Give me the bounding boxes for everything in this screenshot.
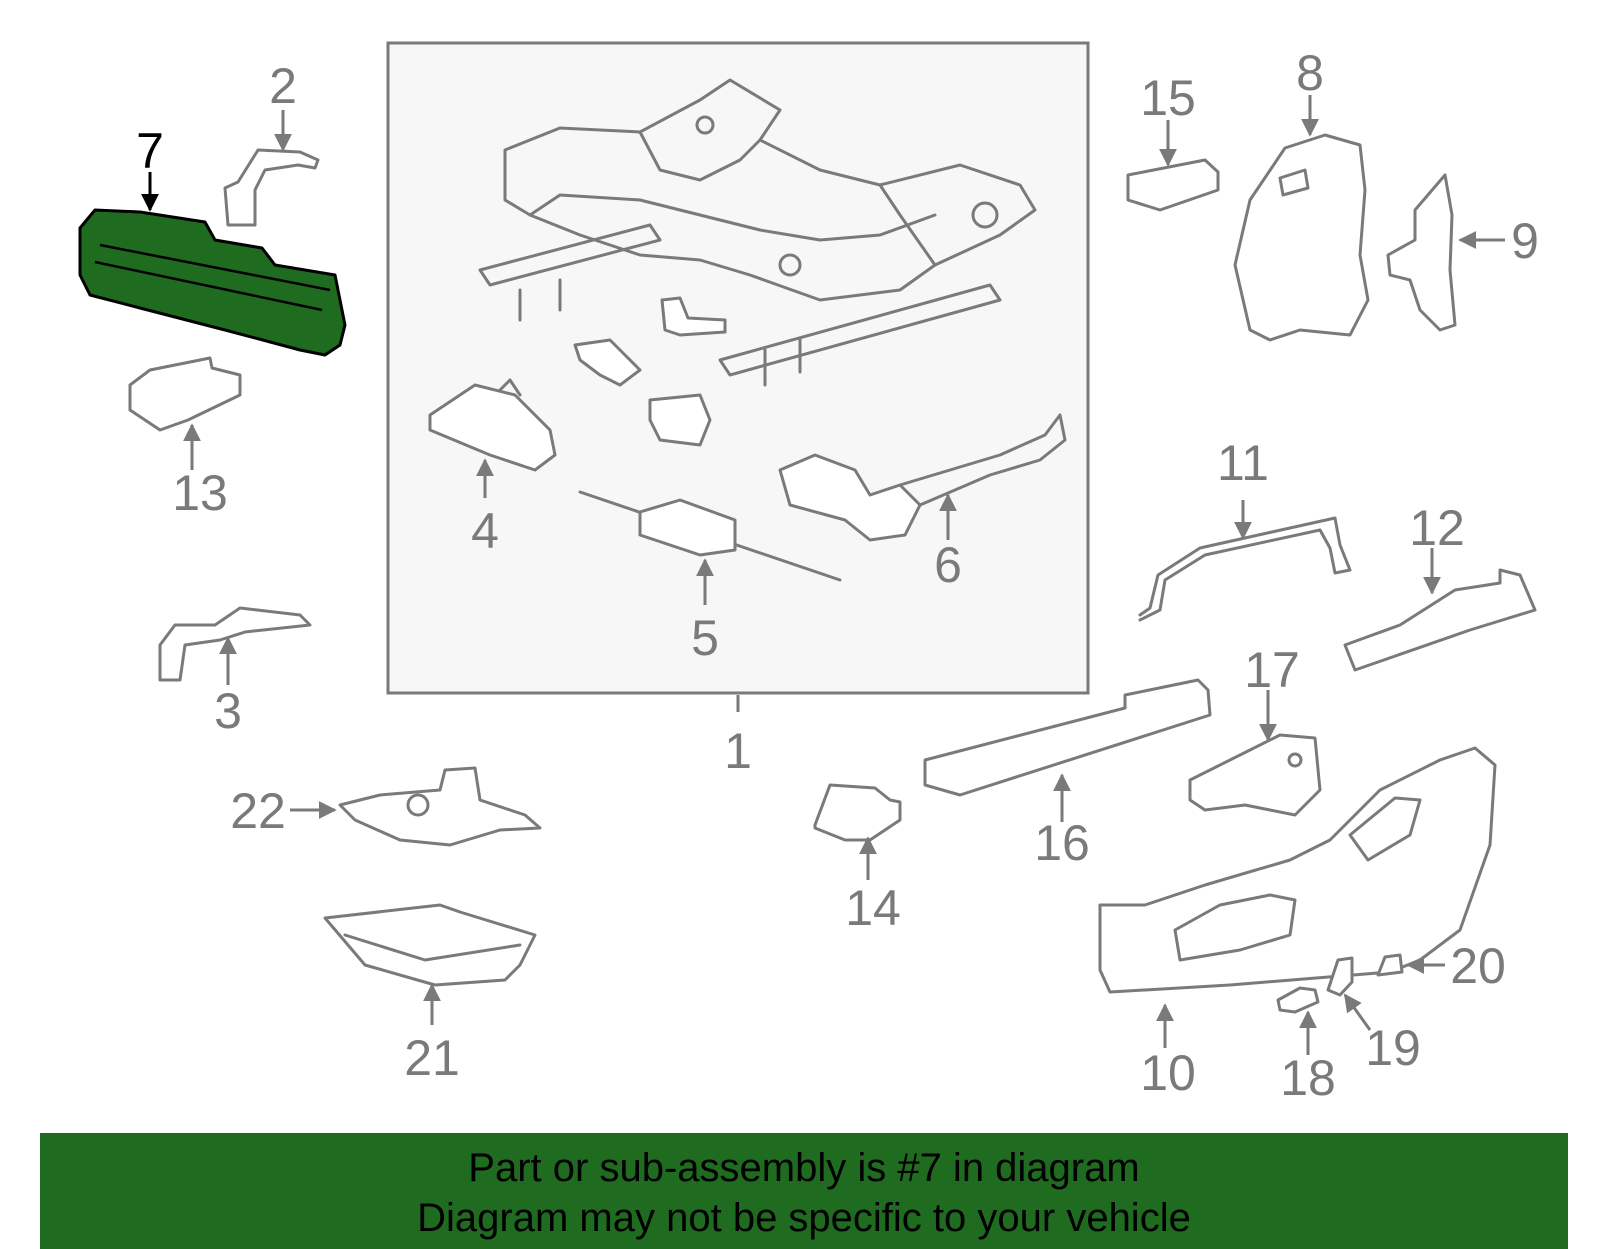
part-15: 15	[1126, 70, 1220, 212]
part-13: 13	[128, 356, 242, 521]
part-9: 9	[1386, 173, 1539, 332]
callout-10: 10	[1140, 1045, 1196, 1101]
callout-15: 15	[1140, 70, 1196, 126]
callout-4: 4	[471, 503, 499, 559]
part-21: 21	[323, 903, 537, 1086]
callout-14: 14	[845, 880, 901, 936]
part-10: 10	[1098, 746, 1497, 1101]
part-14: 14	[813, 783, 902, 936]
callout-13: 13	[172, 465, 228, 521]
callout-12: 12	[1409, 500, 1465, 556]
part-22: 22	[230, 766, 542, 847]
callout-2: 2	[269, 58, 297, 114]
callout-5: 5	[691, 610, 719, 666]
callout-17: 17	[1244, 642, 1300, 698]
callout-20: 20	[1450, 938, 1506, 994]
part-20: 20	[1376, 938, 1506, 994]
callout-18: 18	[1280, 1050, 1336, 1106]
part-19: 19	[1326, 956, 1421, 1076]
leader-19	[1343, 993, 1372, 1031]
callout-9: 9	[1511, 213, 1539, 269]
part-7-highlighted: 7	[78, 123, 347, 357]
banner-line-2: Diagram may not be specific to your vehi…	[417, 1196, 1191, 1240]
part-12: 12	[1343, 500, 1537, 672]
banner-line-1: Part or sub-assembly is #7 in diagram	[468, 1146, 1140, 1190]
part-2: 2	[223, 58, 320, 227]
callout-7: 7	[136, 123, 164, 179]
callout-3: 3	[214, 683, 242, 739]
part-17: 17	[1188, 642, 1322, 817]
part-18: 18	[1276, 986, 1336, 1106]
callout-22: 22	[230, 783, 286, 839]
part-3: 3	[158, 606, 312, 739]
callout-6: 6	[934, 537, 962, 593]
part-16: 16	[923, 678, 1212, 871]
seat-adjuster-assembly	[386, 41, 1090, 695]
part-8: 8	[1233, 45, 1370, 342]
info-banner: Part or sub-assembly is #7 in diagram Di…	[40, 1133, 1568, 1249]
callout-19: 19	[1365, 1020, 1421, 1076]
part-11: 11	[1138, 435, 1352, 622]
callout-16: 16	[1034, 815, 1090, 871]
callout-11: 11	[1217, 435, 1269, 491]
callout-21: 21	[404, 1030, 460, 1086]
callout-1: 1	[724, 723, 752, 779]
callout-8: 8	[1296, 45, 1324, 101]
